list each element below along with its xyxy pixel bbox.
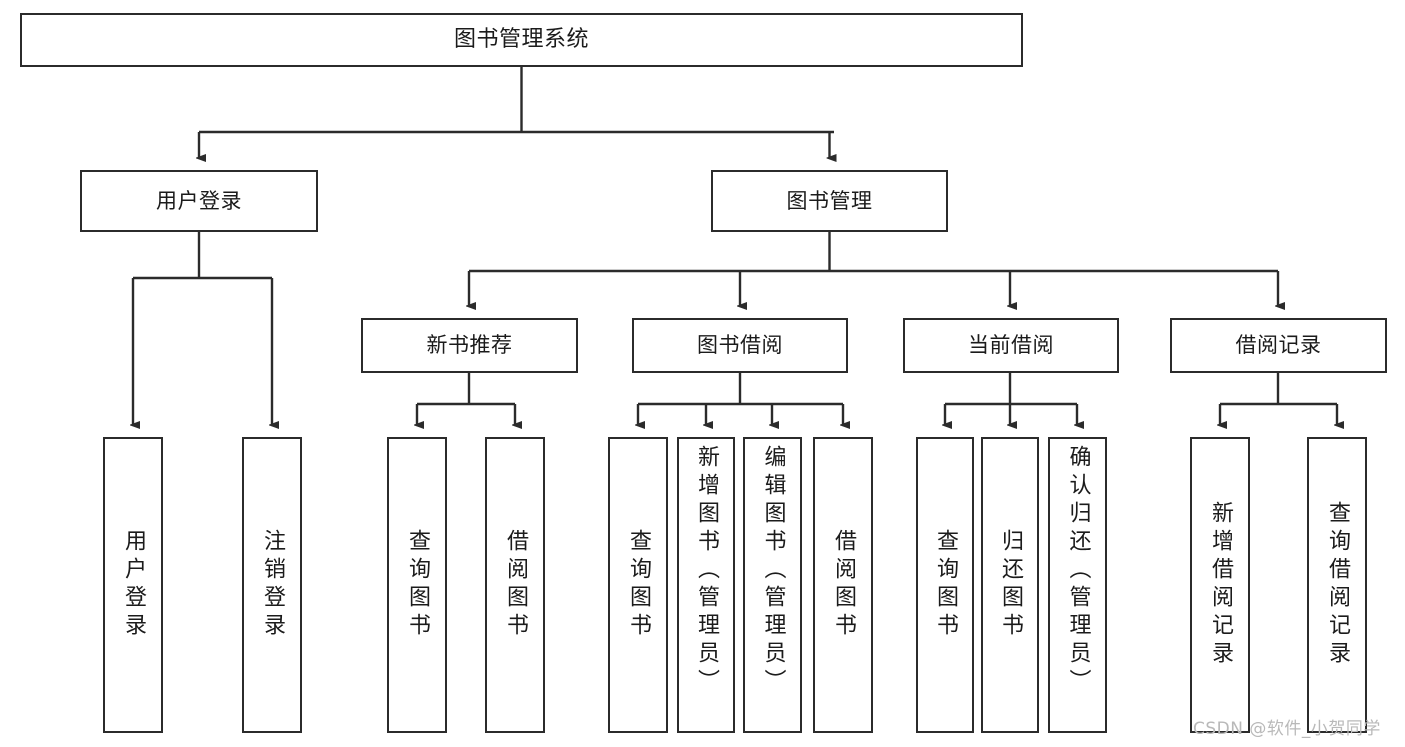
node-leaf-edit-book-admin[interactable]: 编辑图书（管理员）	[743, 437, 802, 733]
node-label: 查询图书	[405, 529, 430, 641]
node-label: 查询图书	[933, 529, 958, 641]
node-leaf-return-book[interactable]: 归还图书	[981, 437, 1039, 733]
node-leaf-query-book-current[interactable]: 查询图书	[916, 437, 974, 733]
node-label: 当前借阅	[968, 333, 1054, 358]
node-label: 图书管理系统	[453, 27, 589, 53]
node-label: 注销登录	[260, 529, 285, 641]
node-leaf-user-login[interactable]: 用户登录	[103, 437, 163, 733]
node-leaf-query-book-recommend[interactable]: 查询图书	[387, 437, 447, 733]
node-label: 归还图书	[998, 529, 1023, 641]
csdn-watermark: CSDN @软件_小贺同学	[1193, 719, 1381, 739]
node-leaf-logout[interactable]: 注销登录	[242, 437, 302, 733]
node-current-borrow[interactable]: 当前借阅	[903, 318, 1119, 373]
node-new-book-recommend[interactable]: 新书推荐	[361, 318, 578, 373]
node-label: 借阅记录	[1235, 333, 1322, 358]
node-label: 新书推荐	[426, 333, 513, 358]
node-label: 新增借阅记录	[1208, 501, 1233, 669]
node-user-login[interactable]: 用户登录	[80, 170, 318, 232]
node-label: 借阅图书	[831, 529, 856, 641]
node-label: 用户登录	[156, 188, 242, 213]
node-book-manage[interactable]: 图书管理	[711, 170, 948, 232]
node-leaf-add-borrow-record[interactable]: 新增借阅记录	[1190, 437, 1250, 733]
node-root-system[interactable]: 图书管理系统	[20, 13, 1023, 67]
node-label: 查询借阅记录	[1325, 501, 1350, 669]
node-leaf-borrow-book[interactable]: 借阅图书	[813, 437, 873, 733]
node-label: 用户登录	[121, 529, 146, 641]
node-book-borrow[interactable]: 图书借阅	[632, 318, 848, 373]
node-label: 查询图书	[626, 529, 651, 641]
node-label: 图书借阅	[697, 333, 783, 358]
node-borrow-record[interactable]: 借阅记录	[1170, 318, 1387, 373]
node-leaf-query-borrow-record[interactable]: 查询借阅记录	[1307, 437, 1367, 733]
node-label: 编辑图书（管理员）	[760, 445, 786, 697]
node-leaf-query-book-borrow[interactable]: 查询图书	[608, 437, 668, 733]
node-label: 借阅图书	[503, 529, 528, 641]
node-label: 确认归还（管理员）	[1065, 445, 1091, 697]
node-label: 新增图书（管理员）	[694, 445, 719, 697]
node-leaf-add-book-admin[interactable]: 新增图书（管理员）	[677, 437, 735, 733]
node-leaf-borrow-book-recommend[interactable]: 借阅图书	[485, 437, 545, 733]
node-label: 图书管理	[786, 188, 873, 213]
node-leaf-confirm-return-admin[interactable]: 确认归还（管理员）	[1048, 437, 1107, 733]
